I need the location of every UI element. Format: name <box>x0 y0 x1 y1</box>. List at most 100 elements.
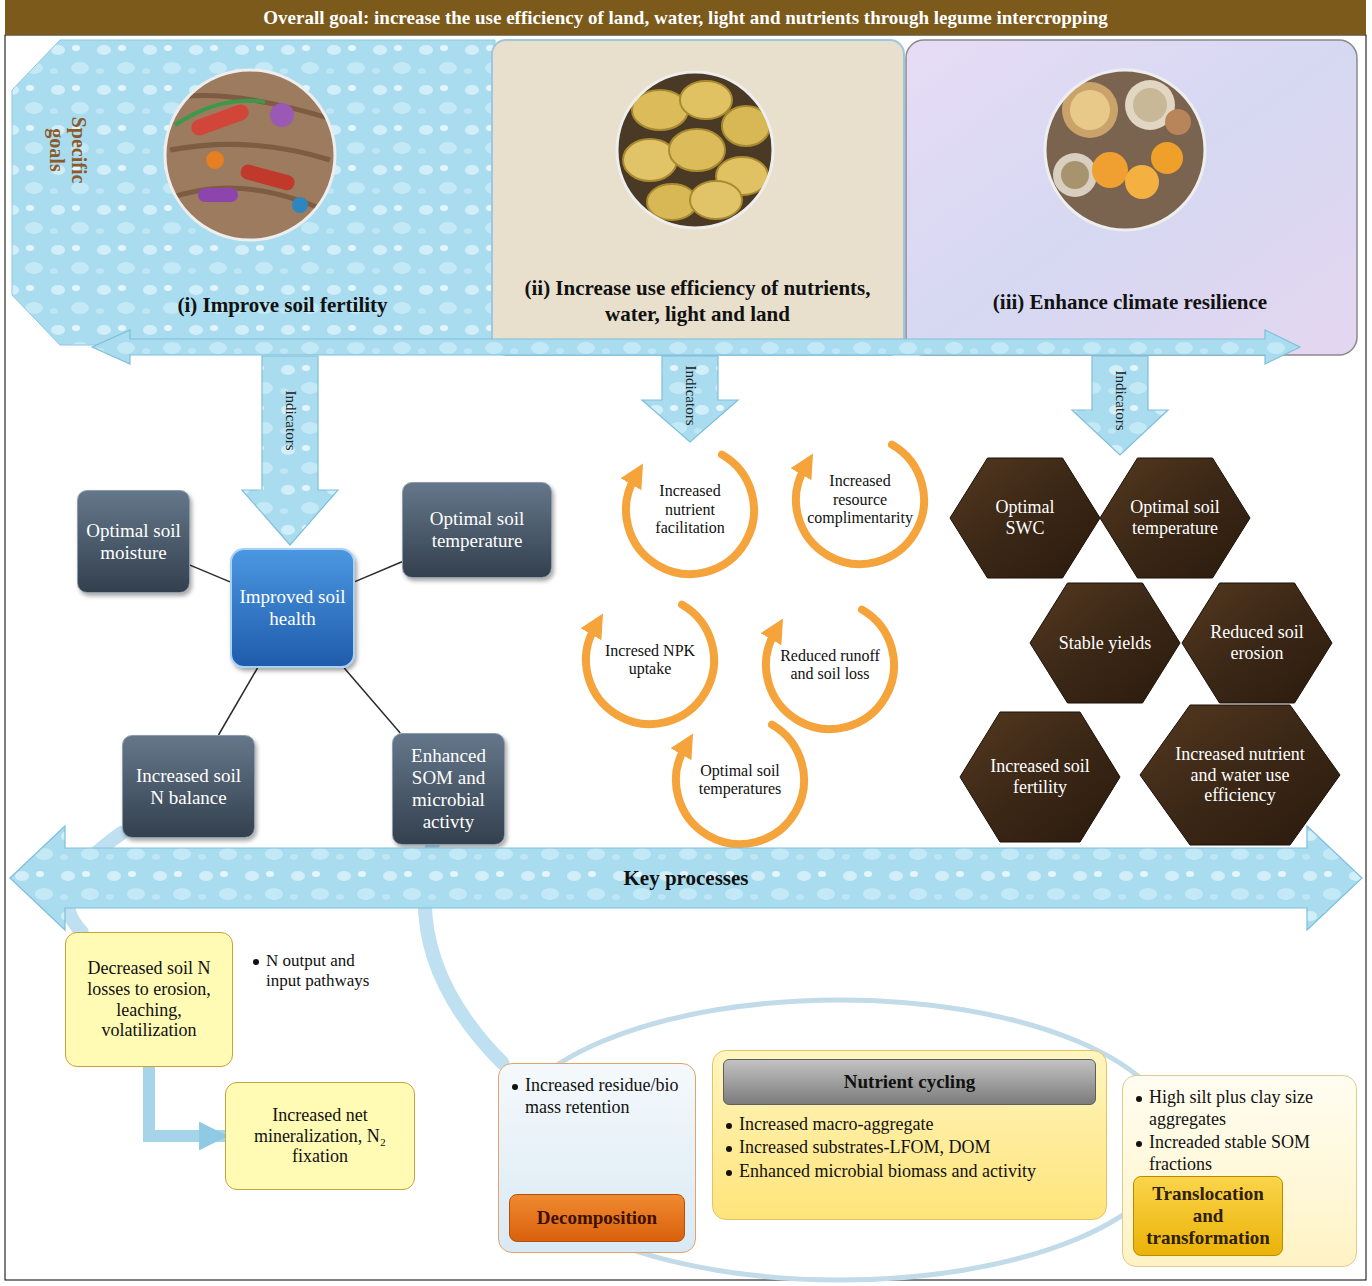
header-label: Decomposition <box>537 1207 657 1229</box>
node-label: Increased nutrient and water use efficie… <box>1174 744 1306 806</box>
node-label: (iii) Enhance climate resilience <box>993 289 1267 315</box>
microbe-rod <box>198 188 238 202</box>
bullet-note: N output and input pathways <box>250 951 370 992</box>
double-arrow-outline <box>10 826 1362 930</box>
microbe-cell <box>292 197 308 213</box>
text-holder: Increased soil N balance <box>123 736 254 837</box>
node-label: Enhanced SOM and microbial activty <box>399 745 498 832</box>
process-band-arrow: Key processes <box>10 826 1362 930</box>
cycle-label: Increased nutrient facilitation <box>635 482 745 537</box>
indicator-box: Enhanced SOM and microbial activty <box>392 733 505 845</box>
circular-arrows <box>586 445 924 844</box>
indicator-hexagon: Stable yields <box>1030 583 1180 703</box>
connector <box>190 565 230 582</box>
process-panel: High silt plus clay size aggregatesIncre… <box>1122 1075 1357 1267</box>
microbe-illustration <box>165 70 335 240</box>
text-holder: Increased net mineralization, N₂ fixatio… <box>226 1083 414 1189</box>
connector <box>219 668 258 735</box>
node-label: Increased net mineralization, N₂ fixatio… <box>234 1105 406 1167</box>
arrow-label: Indicators <box>282 375 299 465</box>
bullet-item: Increased residue/bio mass retention <box>509 1075 685 1118</box>
orange-fruit <box>1125 165 1159 199</box>
process-header: Decomposition <box>509 1194 685 1242</box>
illustration-ground <box>165 70 335 240</box>
potato <box>669 129 725 171</box>
outer-frame <box>5 35 1366 1280</box>
text-holder: Enhanced SOM and microbial activty <box>393 734 504 844</box>
food-illustration <box>1045 70 1205 230</box>
microbe-rod <box>189 102 251 138</box>
illustration-ground <box>1045 70 1205 230</box>
food-bowl <box>1070 90 1110 130</box>
text-holder: Optimal SWC <box>950 458 1100 578</box>
text-holder: Optimal soil temperature <box>1100 458 1250 578</box>
node-label: Key processes <box>623 866 748 891</box>
indicator-box: Increased soil N balance <box>122 735 255 838</box>
text-holder: Decreased soil N losses to erosion, leac… <box>66 933 232 1066</box>
goal-panel: (iii) Enhance climate resilience <box>905 40 1355 355</box>
potato <box>680 81 732 119</box>
bullet-item: High silt plus clay size aggregates <box>1133 1087 1346 1130</box>
goal-panel: (i) Improve soil fertility <box>10 40 495 340</box>
food-bowl <box>1165 109 1191 135</box>
text-holder: Increased nutrient and water use efficie… <box>1140 705 1340 845</box>
process-box: Decreased soil N losses to erosion, leac… <box>65 932 233 1067</box>
potato-illustration <box>615 70 775 230</box>
header-label: Nutrient cycling <box>844 1071 975 1093</box>
text-holder: Improved soil health <box>232 550 353 666</box>
process-panel: Increased macro-aggregateIncreased subst… <box>712 1050 1107 1220</box>
indicator-box: Optimal soil moisture <box>77 490 190 593</box>
circular-arrow <box>586 605 714 724</box>
process-box: Increased net mineralization, N₂ fixatio… <box>225 1082 415 1190</box>
orange-fruit <box>1092 152 1128 188</box>
text-holder: Optimal soil moisture <box>78 491 189 592</box>
process-header: Nutrient cycling <box>723 1059 1096 1105</box>
illustration-ground <box>615 70 775 230</box>
cycle-label: Reduced runoff and soil loss <box>775 647 885 684</box>
goal-panel-ground <box>906 40 1357 355</box>
soil-texture <box>165 96 335 216</box>
microbe-cell <box>270 103 294 127</box>
hexagon-outline <box>1030 583 1180 703</box>
diagram-title: Overall goal: increase the use efficienc… <box>5 0 1366 35</box>
food-bowl <box>1061 161 1089 189</box>
connector <box>355 562 402 582</box>
text-holder: Optimal soil temperature <box>403 483 551 577</box>
cycle-label: Incresed NPK uptake <box>600 642 700 679</box>
node-label: Optimal soil temperature <box>409 508 545 552</box>
hexagon-outline <box>1100 458 1250 578</box>
microbe-rod <box>239 163 296 192</box>
arrow-label: Indicators <box>682 350 699 440</box>
indicator-hexagon: Increased soil fertility <box>960 712 1120 842</box>
microbe-cell <box>206 151 224 169</box>
text-holder: Increased soil fertility <box>960 712 1120 842</box>
node-label: (i) Improve soil fertility <box>177 292 387 318</box>
indicator-arrow <box>1072 356 1168 455</box>
text-holder: (i) Improve soil fertility <box>10 40 495 340</box>
circular-arrow <box>626 455 754 574</box>
indicator-hexagon: Reduced soil erosion <box>1182 583 1332 703</box>
hexagon-outline <box>1182 583 1332 703</box>
node-label: Stable yields <box>1059 633 1152 654</box>
text-holder: Stable yields <box>1030 583 1180 703</box>
goal-panel-ground <box>12 40 495 345</box>
goal-panel: (ii) Increase use efficiency of nutrient… <box>495 40 900 355</box>
goal-panel-ground <box>492 40 904 355</box>
hexagon-outline <box>960 712 1120 842</box>
bullet-item: Increased macro-aggregate <box>723 1114 1096 1136</box>
node-label: Decreased soil N losses to erosion, leac… <box>74 958 224 1041</box>
circular-arrow <box>766 610 894 729</box>
food-bowl <box>1133 88 1167 122</box>
text-holder: Key processes <box>10 826 1362 930</box>
cycle-label: Optimal soil temperatures <box>685 762 795 799</box>
process-panel: Increased residue/bio mass retentionDeco… <box>498 1063 696 1253</box>
orange-fruit <box>1151 142 1183 174</box>
header-label: Translocation and transformation <box>1140 1183 1276 1249</box>
indicator-hexagon: Optimal SWC <box>950 458 1100 578</box>
indicator-hexagon: Optimal soil temperature <box>1100 458 1250 578</box>
vertical-heading: Specific goals <box>46 100 90 200</box>
text-holder: (ii) Increase use efficiency of nutrient… <box>495 40 900 355</box>
node-label: Reduced soil erosion <box>1208 622 1307 663</box>
node-label: Improved soil health <box>238 586 347 630</box>
